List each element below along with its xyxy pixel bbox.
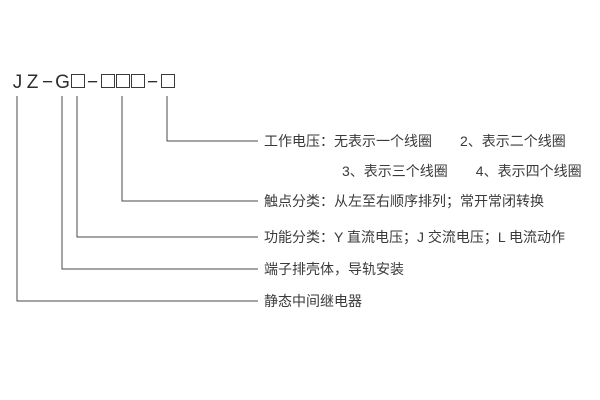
- code-box-icon: [100, 74, 115, 89]
- code-box-icon: [115, 74, 130, 89]
- label-working-voltage-line2: 3、表示三个线圈 4、表示四个线圈: [342, 163, 582, 179]
- model-box-contact-2: [115, 71, 130, 95]
- code-box-icon: [130, 74, 145, 89]
- connector-contact-class: [121, 96, 258, 202]
- connector-relay-type: [16, 96, 258, 302]
- model-letter-g: G: [55, 72, 70, 93]
- model-box-function: [70, 71, 85, 95]
- connector-working-voltage: [166, 96, 258, 142]
- model-box-contact-1: [100, 71, 115, 95]
- label-function-class: 功能分类：Y 直流电压；J 交流电压；L 电流动作: [264, 229, 566, 245]
- connector-function-class: [76, 96, 258, 238]
- connector-housing: [61, 96, 258, 270]
- label-relay-type: 静态中间继电器: [264, 293, 362, 309]
- model-dash-3: −: [146, 72, 159, 93]
- label-contact-class: 触点分类：从左至右顺序排列；常开常闭转换: [264, 193, 544, 209]
- model-dash-1: −: [41, 72, 54, 93]
- label-housing: 端子排壳体，导轨安装: [264, 261, 404, 277]
- model-letter-j: J: [12, 72, 23, 93]
- label-working-voltage-line1: 工作电压：无表示一个线圈 2、表示二个线圈: [264, 133, 566, 149]
- model-dash-2: −: [86, 72, 99, 93]
- model-letter-z: Z: [26, 72, 39, 93]
- model-box-contact-3: [130, 71, 145, 95]
- code-box-icon: [70, 74, 85, 89]
- code-box-icon: [160, 74, 175, 89]
- model-box-voltage: [160, 71, 175, 95]
